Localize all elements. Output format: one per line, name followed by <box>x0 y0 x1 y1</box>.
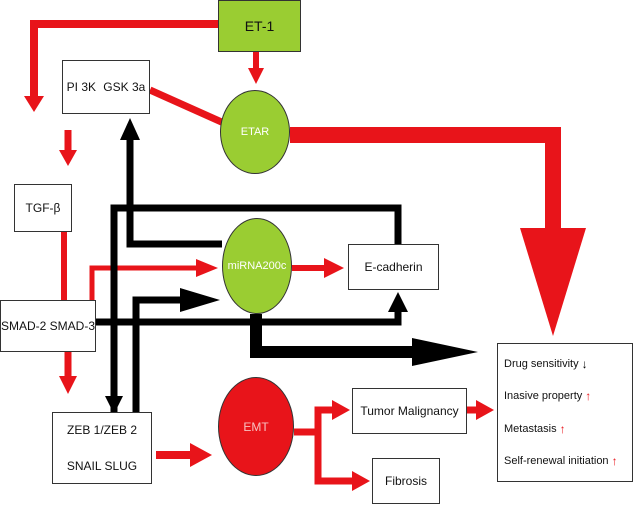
link-pi3k-etar <box>148 86 228 128</box>
outcome-label: Inasive property <box>504 390 583 403</box>
node-tumor-malignancy: Tumor Malignancy <box>352 388 467 434</box>
outcome-label: Drug sensitivity <box>504 358 579 371</box>
node-ecadherin-label: E-cadherin <box>364 260 423 274</box>
outcome-label: Self-renewal initiation <box>504 454 609 467</box>
arrow-et1-to-etar-head <box>248 68 264 84</box>
node-etar: ETAR <box>220 90 290 174</box>
outcome-item: Metastasis ↑ <box>504 422 566 436</box>
link-mirna-to-gsk <box>126 138 222 248</box>
node-fibrosis: Fibrosis <box>372 458 440 504</box>
link-smad-to-ecadherin <box>96 310 402 326</box>
link-ecadherin-loop-top <box>110 204 402 412</box>
arrow-etar-to-outcomes-head <box>520 228 586 336</box>
node-snail-label: SNAIL SLUG <box>66 459 138 473</box>
node-et1: ET-1 <box>218 0 301 52</box>
red-arrows <box>24 20 586 491</box>
arrow-zeb-to-emt-head <box>190 443 212 467</box>
outcome-item: Inasive property ↑ <box>504 389 591 403</box>
arrow-to-gsk3a-head <box>120 118 140 140</box>
node-emt-label: EMT <box>243 419 269 434</box>
node-emt: EMT <box>218 377 294 476</box>
arrow-emt-to-fibrosis-head <box>352 471 370 491</box>
arrow-et1-to-tgfb-head <box>24 96 44 112</box>
arrow-to-zeb-left-head <box>105 396 123 414</box>
arrow-up-icon: ↑ <box>611 453 618 468</box>
arrow-up-icon: ↑ <box>559 421 566 436</box>
arrow-smad-to-mirna <box>89 265 200 300</box>
node-tgfb: TGF-β <box>14 184 72 232</box>
node-tgfb-label: TGF-β <box>25 201 61 215</box>
arrow-pi3k-to-tgfb-head <box>59 150 77 166</box>
arrow-smad-to-ecadherin-head <box>388 292 408 312</box>
node-gsk3a-label: GSK 3a <box>103 80 146 94</box>
outcome-label: Metastasis <box>504 422 557 435</box>
node-mirna-label: miRNA200c <box>227 260 287 272</box>
outcome-item: Self-renewal initiation ↑ <box>504 454 618 468</box>
outcomes-box: Drug sensitivity ↓ Inasive property ↑ Me… <box>497 343 633 482</box>
arrow-tumor-to-outcomes-head <box>476 400 494 420</box>
node-etar-label: ETAR <box>240 126 270 138</box>
node-smad-label: SMAD-2 SMAD-3 <box>1 319 96 333</box>
arrow-etar-to-outcomes <box>290 127 561 232</box>
arrow-smad-to-mirna-head <box>196 259 218 277</box>
node-mirna200c: miRNA200c <box>222 218 292 314</box>
arrow-up-icon: ↑ <box>585 389 592 404</box>
link-mirna-to-outcomes <box>250 314 416 358</box>
node-ecadherin: E-cadherin <box>348 244 439 290</box>
node-tumor-label: Tumor Malignancy <box>360 404 459 418</box>
node-fibrosis-label: Fibrosis <box>384 474 427 488</box>
node-zeb-snail: ZEB 1/ZEB 2 SNAIL SLUG <box>52 412 152 484</box>
black-arrows <box>96 118 478 414</box>
arrow-zeb-to-mirna-head <box>180 288 220 312</box>
node-zeb-label: ZEB 1/ZEB 2 <box>66 423 138 437</box>
arrow-mirna-to-ecadherin-head <box>324 258 344 278</box>
arrow-smad-to-zeb-head <box>59 376 77 394</box>
node-pi3k-label: PI 3K <box>66 80 96 94</box>
arrow-et1-to-tgfb <box>30 20 218 98</box>
outcome-item: Drug sensitivity ↓ <box>504 357 588 371</box>
node-et1-label: ET-1 <box>244 18 275 34</box>
arrow-emt-to-tumor <box>294 406 334 436</box>
arrow-emt-to-fibrosis <box>314 432 354 485</box>
link-zeb-to-mirna <box>132 296 182 412</box>
node-pi3k-gsk3a: PI 3K GSK 3a <box>62 60 150 114</box>
arrow-emt-to-tumor-head <box>332 400 350 420</box>
arrow-mirna-to-outcomes-head <box>412 338 478 366</box>
node-smad: SMAD-2 SMAD-3 <box>0 300 96 352</box>
arrow-down-icon: ↓ <box>581 357 588 372</box>
